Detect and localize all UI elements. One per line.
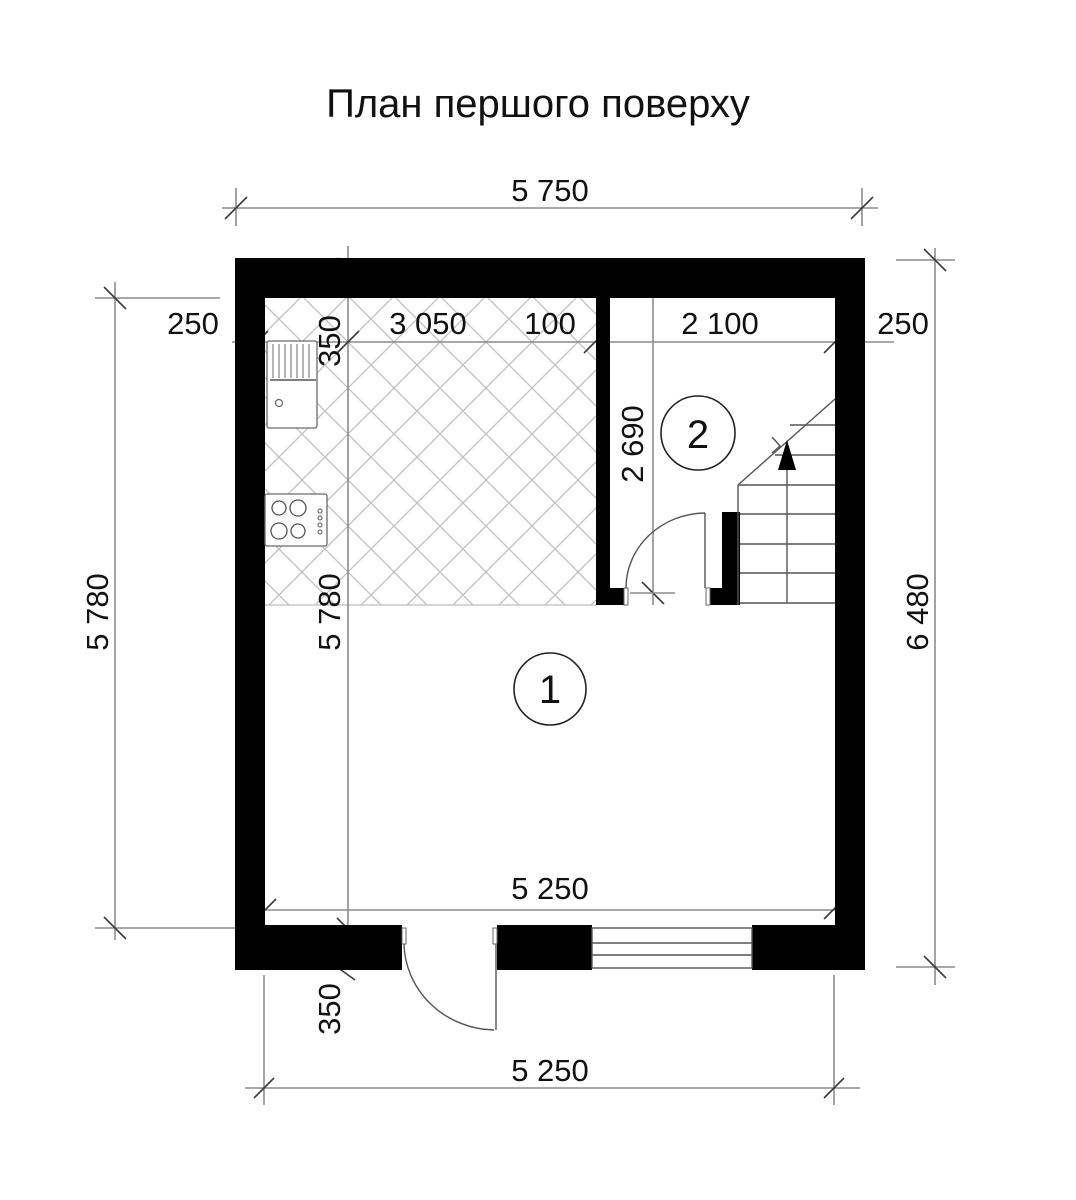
dim-room1-width: 3 050	[389, 306, 467, 341]
entrance-door	[401, 927, 498, 1031]
window	[591, 927, 753, 969]
dimension-labels: 5 750 250 350 3 050 100 2 100 250 5 780 …	[80, 173, 935, 1088]
room-number-2: 2	[687, 413, 709, 457]
dim-kitchen-offset: 350	[312, 315, 347, 367]
dim-bottom-wall-offset: 350	[312, 983, 347, 1035]
dim-bottom-overall: 5 250	[511, 1053, 589, 1088]
dimension-lines	[95, 188, 955, 1105]
dim-room2-depth: 2 690	[615, 405, 650, 483]
room-marker-1: 1	[513, 652, 587, 726]
kitchen-stove	[264, 493, 328, 547]
dim-left-wall: 250	[167, 306, 219, 341]
interior-door	[623, 512, 711, 606]
dim-room2-width: 2 100	[681, 306, 759, 341]
stair-direction-arrow-icon	[778, 440, 796, 470]
dim-right-wall: 250	[877, 306, 929, 341]
dim-top-overall: 5 750	[511, 173, 589, 208]
dim-bottom-inner: 5 250	[511, 871, 589, 906]
room-marker-2: 2	[660, 395, 736, 471]
drawing-title: План першого поверху	[326, 82, 750, 126]
dim-partition: 100	[524, 306, 576, 341]
dim-left-overall: 5 780	[80, 573, 115, 651]
room-number-1: 1	[539, 668, 561, 712]
kitchen-tile-hatch	[265, 298, 596, 606]
staircase	[737, 398, 836, 605]
dim-right-overall: 6 480	[900, 573, 935, 651]
kitchen-sink	[266, 340, 318, 429]
dim-inner-left: 5 780	[312, 573, 347, 651]
walls	[235, 258, 865, 970]
